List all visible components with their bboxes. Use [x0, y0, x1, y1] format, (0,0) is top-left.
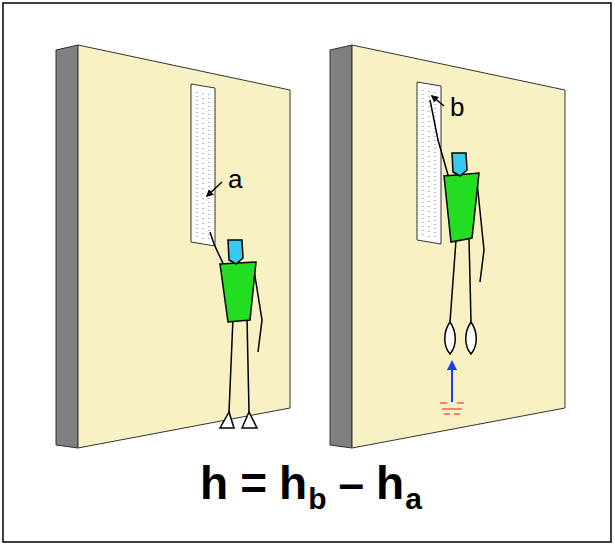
formula-symbol: h	[376, 460, 404, 506]
measuring-board-left	[191, 84, 215, 246]
formula-subscript: a	[405, 484, 422, 514]
mark-arrow	[432, 96, 444, 106]
jump-arrow	[451, 362, 453, 402]
formula-operator: =	[240, 460, 267, 506]
height-mark-label: b	[450, 94, 464, 120]
frame	[3, 3, 611, 542]
formula-operator: –	[339, 460, 365, 506]
wall-right	[330, 45, 565, 448]
takeoff-splash	[440, 403, 464, 414]
stick-figure-jumping	[430, 100, 484, 354]
mark-arrow	[207, 182, 222, 196]
stick-figure-standing	[210, 232, 262, 428]
wall-left	[56, 45, 290, 448]
formula-subscript: b	[308, 484, 326, 514]
formula-symbol: h	[200, 460, 228, 506]
formula-symbol: h	[279, 460, 307, 506]
measuring-board-right	[417, 82, 441, 244]
height-mark-label: a	[228, 166, 242, 192]
